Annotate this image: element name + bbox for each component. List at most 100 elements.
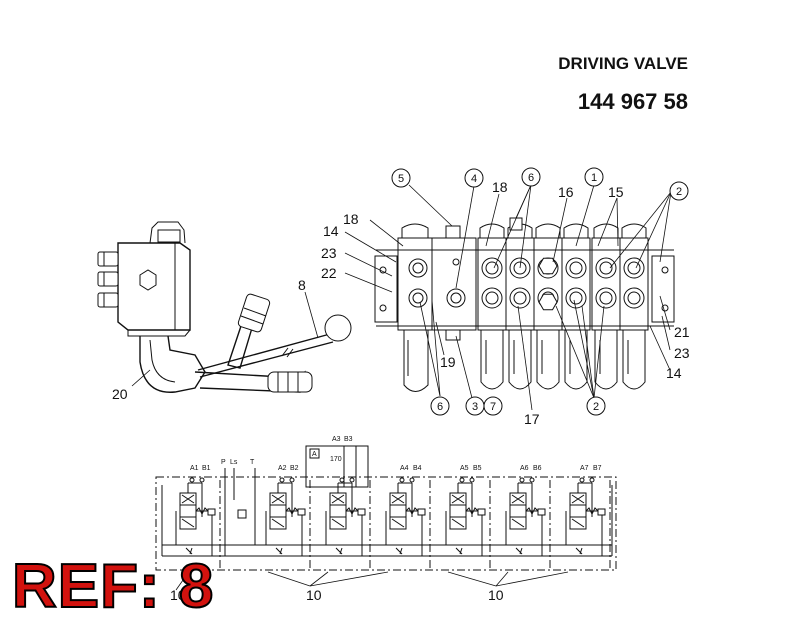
schematic-section [505, 477, 551, 570]
callout-14: 14 [666, 365, 682, 381]
port-fitting-inner [485, 291, 499, 305]
spool-box-mid [509, 504, 527, 518]
spool-box-mid [179, 504, 197, 518]
cross-arrows [391, 494, 405, 504]
port-fitting [565, 257, 587, 279]
check-valve [597, 508, 606, 516]
spool-section [591, 223, 621, 390]
hydraulic-schematic: A 170 [155, 445, 617, 571]
callout-20: 20 [112, 386, 128, 402]
port-fitting [481, 257, 503, 279]
port-dot [399, 477, 405, 483]
callout-10: 10 [170, 587, 186, 603]
port-fitting [481, 287, 503, 309]
check-valve [477, 508, 486, 516]
section-cap [535, 223, 561, 239]
port-fitting-inner [599, 261, 613, 275]
circled-callout-2: 2 [676, 186, 682, 198]
port-fitting-inner [513, 291, 527, 305]
check-valve [357, 508, 366, 516]
port-fitting [595, 257, 617, 279]
callout-21: 21 [674, 324, 690, 340]
port-A3: A3 [332, 436, 341, 443]
port-dot [579, 477, 585, 483]
port-B2: B2 [290, 465, 299, 472]
relief-pressure-label: 170 [330, 456, 342, 463]
cross-arrows [451, 494, 465, 504]
valve-bank [374, 217, 675, 392]
check-valve [297, 508, 306, 516]
port-fitting [623, 257, 645, 279]
port-dot [459, 477, 465, 483]
circled-callout-6: 6 [437, 401, 443, 413]
cross-arrows [271, 494, 285, 504]
flow-arrow [451, 518, 465, 528]
port-dot [589, 477, 595, 483]
callout-16: 16 [558, 184, 574, 200]
port-labels: A1 B1 P Ls T A2 B2 A3 B3 A4 B4 A5 B5 A6 … [190, 436, 602, 472]
section-cap [479, 223, 505, 239]
section-body [619, 237, 649, 331]
callouts: 8 20 18 14 23 22 18 16 15 19 17 21 23 14… [112, 179, 690, 603]
port-dot [409, 477, 415, 483]
port-T: T [250, 459, 255, 466]
spool-section [505, 223, 535, 390]
callout-23: 23 [674, 345, 690, 361]
callout-10: 10 [306, 587, 322, 603]
relief-box-label: A [312, 451, 317, 458]
port-A6: A6 [520, 465, 529, 472]
port-A5: A5 [460, 465, 469, 472]
port-fitting [595, 287, 617, 309]
spool-cover [536, 329, 560, 390]
restrictor [275, 547, 283, 555]
schematic-section [565, 477, 611, 570]
circled-callout-6: 6 [528, 172, 534, 184]
callout-14: 14 [323, 223, 339, 239]
port-dot [519, 477, 525, 483]
port-A7: A7 [580, 465, 589, 472]
port-dot [289, 477, 295, 483]
ref-stamp: REF: 8 [11, 551, 215, 622]
circled-callout-3: 3 [472, 401, 478, 413]
callout-18: 18 [492, 179, 508, 195]
circled-callouts: 5 4 6 1 2 6 3 7 2 [391, 167, 689, 416]
leader-lines-10 [175, 571, 569, 591]
hex-plug [538, 257, 558, 275]
section-cap [563, 223, 589, 239]
port-B4: B4 [413, 465, 422, 472]
section-cap [621, 223, 647, 239]
schematic-section [445, 477, 491, 570]
port-fitting [509, 287, 531, 309]
flow-arrow [571, 518, 585, 528]
port-B7: B7 [593, 465, 602, 472]
joystick-assembly [97, 221, 352, 393]
leader-lines [344, 184, 672, 411]
callout-17: 17 [524, 411, 540, 427]
spool-box-mid [269, 504, 287, 518]
restrictor [395, 547, 403, 555]
section-body [533, 237, 563, 331]
callout-18: 18 [343, 211, 359, 227]
diagram-title: DRIVING VALVE [558, 54, 688, 73]
part-number: 144 967 58 [577, 89, 688, 114]
port-dot [339, 477, 345, 483]
circled-callout-7: 7 [490, 401, 496, 413]
port-A2: A2 [278, 465, 287, 472]
check-valve [537, 508, 546, 516]
spool-box-mid [329, 504, 347, 518]
spool-box-mid [449, 504, 467, 518]
flow-arrow [271, 518, 285, 528]
port-fitting-inner [485, 261, 499, 275]
restrictor [515, 547, 523, 555]
section-body [505, 237, 535, 331]
section-body [477, 237, 507, 331]
port-fitting [623, 287, 645, 309]
spool-box-mid [569, 504, 587, 518]
schematic-section [175, 477, 221, 570]
cross-arrows [511, 494, 525, 504]
spool-cover [480, 329, 504, 390]
circled-callout-4: 4 [471, 173, 477, 185]
spool-sections [477, 217, 649, 390]
